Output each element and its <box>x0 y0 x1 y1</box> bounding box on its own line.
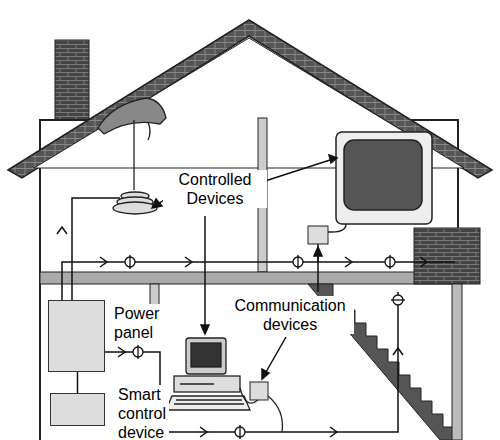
porch-post <box>452 284 462 440</box>
leader-arrows <box>152 155 337 379</box>
panel-connector <box>77 372 78 393</box>
smart-control-device-box <box>50 393 105 426</box>
floor <box>40 272 458 284</box>
power-panel-box <box>48 300 105 372</box>
chimney <box>55 40 89 130</box>
lamp <box>98 98 166 214</box>
power-panel-node: Power panel <box>48 300 162 372</box>
computer-cord <box>240 388 258 403</box>
node-label: Smart control device <box>116 385 169 440</box>
smart-control-device-node: Smart control device <box>50 393 169 440</box>
node-label: Power panel <box>112 304 162 342</box>
lower-box-wire <box>268 396 282 432</box>
communication-box-upper <box>308 226 328 244</box>
communication-box-lower <box>250 382 268 400</box>
computer <box>166 338 250 410</box>
porch-roof <box>414 228 480 284</box>
callout-label: Communication devices <box>226 296 354 334</box>
current-arrows <box>57 227 427 437</box>
television <box>328 132 432 232</box>
callout-label: Controlled Devices <box>163 170 267 208</box>
